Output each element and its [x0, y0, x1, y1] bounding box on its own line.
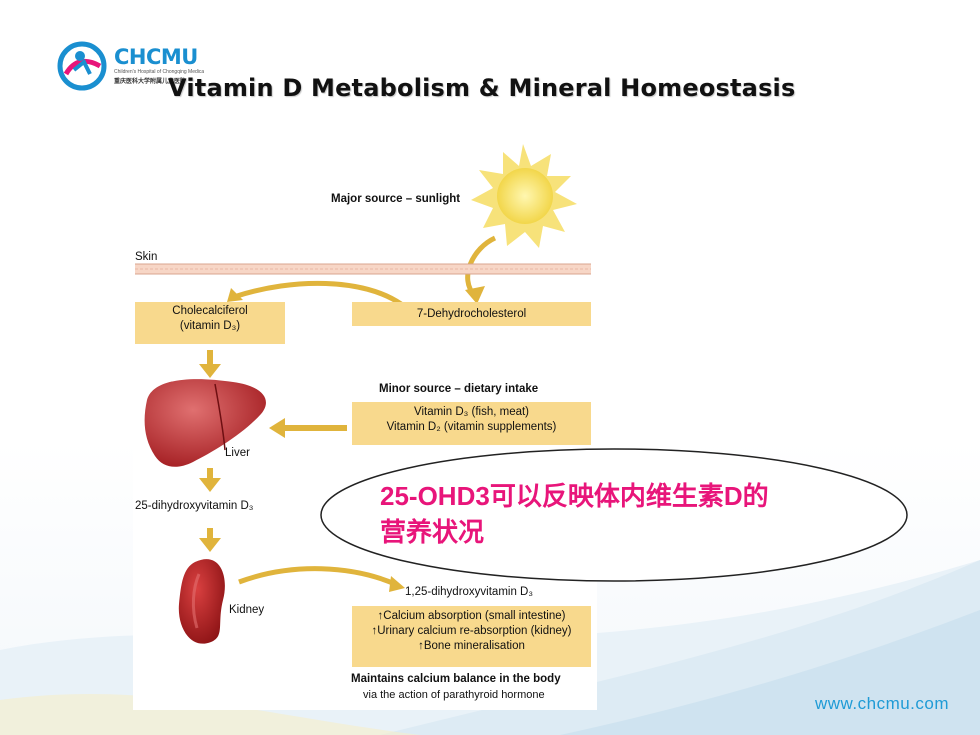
sun-icon — [471, 144, 577, 248]
dehydrocholesterol-label: 7-Dehydrocholesterol — [416, 308, 527, 320]
major-source-label: Major source – sunlight — [331, 193, 461, 205]
minor-source-label: Minor source – dietary intake — [379, 383, 539, 395]
effect-calcium-absorption: ↑Calcium absorption (small intestine) — [377, 610, 566, 622]
diet-line1: Vitamin D₃ (fish, meat) — [413, 406, 530, 418]
kidney-output-arrow — [238, 566, 396, 587]
callout-line2: 营养状况 — [380, 517, 485, 547]
kidney-icon — [178, 559, 225, 644]
conversion-arrow — [236, 280, 403, 307]
effect-calcium-reabsorption: ↑Urinary calcium re-absorption (kidney) — [371, 625, 572, 637]
dietary-intake-box: Vitamin D₃ (fish, meat) Vitamin D₂ (vita… — [352, 402, 591, 445]
logo-emblem-icon — [57, 41, 107, 91]
diagram-graphics — [135, 144, 591, 644]
balance-line1: Maintains calcium balance in the body — [351, 673, 561, 685]
dehydrocholesterol-box: 7-Dehydrocholesterol — [352, 302, 591, 326]
metabolite-125-label: 1,25-dihydroxyvitamin D₃ — [405, 586, 534, 598]
balance-line2: via the action of parathyroid hormone — [363, 689, 545, 701]
callout-ellipse — [320, 448, 908, 582]
metabolite-25-label: 25-dihydroxyvitamin D₃ — [135, 500, 254, 512]
cholecalciferol-box: Cholecalciferol (vitamin D₃) — [135, 302, 285, 344]
diet-line2: Vitamin D₂ (vitamin supplements) — [386, 421, 557, 433]
logo: CHCMU Children's Hospital of Chongqing M… — [56, 40, 206, 96]
liver-label: Liver — [225, 447, 250, 459]
kidney-label: Kidney — [229, 604, 265, 616]
liver-icon — [144, 379, 266, 467]
effect-bone-mineralisation: ↑Bone mineralisation — [418, 640, 525, 652]
down-arrow — [207, 350, 213, 366]
effects-box: ↑Calcium absorption (small intestine) ↑U… — [352, 606, 591, 667]
callout-text: 25-OHD3可以反映体内维生素D的 营养状况 — [380, 478, 880, 550]
logo-subtitle-en: Children's Hospital of Chongqing Medical… — [114, 69, 204, 75]
dietary-arrow — [283, 425, 347, 431]
skin-label: Skin — [135, 251, 158, 263]
callout-line1: 25-OHD3可以反映体内维生素D的 — [380, 481, 769, 511]
slide-title: Vitamin D Metabolism & Mineral Homeostas… — [168, 74, 796, 102]
logo-subtitle-cn: 重庆医科大学附属儿童医院 — [114, 79, 187, 85]
cholecalciferol-line1: Cholecalciferol — [172, 305, 248, 317]
vitamin-d-diagram: Major source – sunlight Skin Cholecalcif… — [133, 138, 597, 710]
cholecalciferol-line2: (vitamin D₃) — [179, 320, 241, 332]
website-url: www.chcmu.com — [815, 694, 950, 713]
logo-brand: CHCMU — [114, 45, 198, 69]
